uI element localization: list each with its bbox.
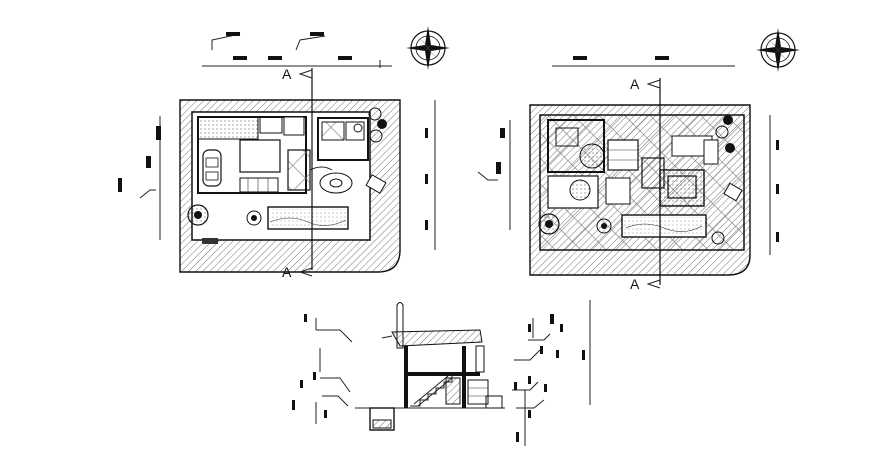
pool — [267, 206, 349, 230]
section-a-a — [292, 300, 591, 446]
patio-furniture — [309, 166, 387, 194]
section-mark-a-top-right: A — [630, 76, 640, 92]
level-marks-left — [292, 314, 353, 424]
level-marks-right — [512, 300, 591, 446]
top-dimension-line — [202, 32, 392, 68]
right-dimension-line-right — [769, 115, 779, 255]
section-mark-a-top: A — [282, 66, 292, 82]
upper-floor-rooms — [547, 119, 719, 209]
section-mark-a-bottom: A — [282, 264, 292, 280]
tree-symbol-icon — [538, 115, 743, 245]
pool-right — [621, 214, 707, 238]
left-dimension-line — [118, 116, 161, 240]
car-symbol-icon — [202, 149, 222, 187]
section-line-a-left — [298, 68, 313, 277]
compass-rose-icon — [406, 26, 450, 70]
tree-symbol-icon — [187, 107, 387, 226]
section-mark-a-bottom-right: A — [630, 276, 640, 292]
right-dimension-line — [425, 100, 436, 250]
house-interior — [197, 116, 369, 194]
upper-floor-plan: A A — [477, 28, 800, 292]
left-dimension-line-right — [477, 120, 511, 230]
compass-rose-icon — [756, 28, 800, 72]
top-dimension-line-right — [552, 56, 735, 67]
ground-floor-plan: A A — [118, 26, 450, 280]
section-line-a-right — [646, 78, 661, 289]
